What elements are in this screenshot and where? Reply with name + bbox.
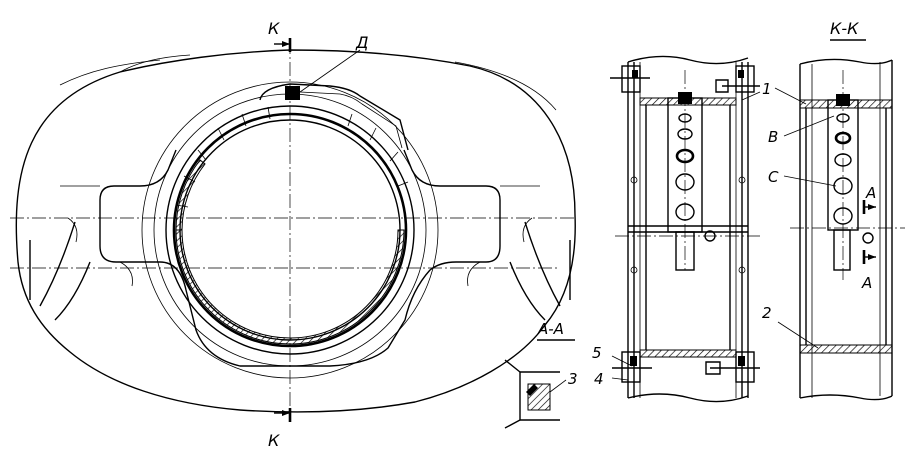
- detail-d-label: Д: [355, 33, 369, 52]
- part-1-label: 1: [762, 80, 772, 98]
- section-aa-label: А-А: [537, 320, 564, 338]
- bottom-bolts: [612, 351, 760, 383]
- main-view-housing: [10, 38, 576, 422]
- part-5-label: 5: [592, 344, 602, 362]
- detail-c-label: С: [768, 168, 779, 186]
- section-aa-detail: [504, 339, 575, 429]
- housing-outline: [15, 49, 576, 413]
- section-k-bottom-label: К: [268, 431, 280, 450]
- arrow-a-top-label: А: [865, 184, 876, 202]
- kk-oil-holes: [833, 94, 853, 225]
- center-section-view: [610, 55, 761, 403]
- section-kk-label: К-К: [830, 19, 859, 38]
- kk-liner-bottom: [799, 344, 893, 354]
- section-k-top-label: К: [268, 19, 280, 38]
- part-2-label: 2: [762, 304, 772, 322]
- liner-tick-marks: [175, 106, 409, 208]
- oil-holes: [675, 92, 695, 221]
- liner-bottom: [639, 349, 737, 358]
- part-3-label: 3: [568, 370, 578, 388]
- oil-groove: [259, 83, 409, 151]
- flange-pad: [99, 149, 501, 367]
- lubrication-hole: [285, 86, 300, 100]
- top-bolts: [610, 65, 760, 93]
- part-4-label: 4: [594, 370, 604, 388]
- detail-b-label: В: [768, 128, 778, 146]
- section-kk-view: [774, 39, 905, 401]
- liner-hatched-section: [175, 229, 405, 345]
- arrow-a-bottom-label: А: [861, 274, 872, 292]
